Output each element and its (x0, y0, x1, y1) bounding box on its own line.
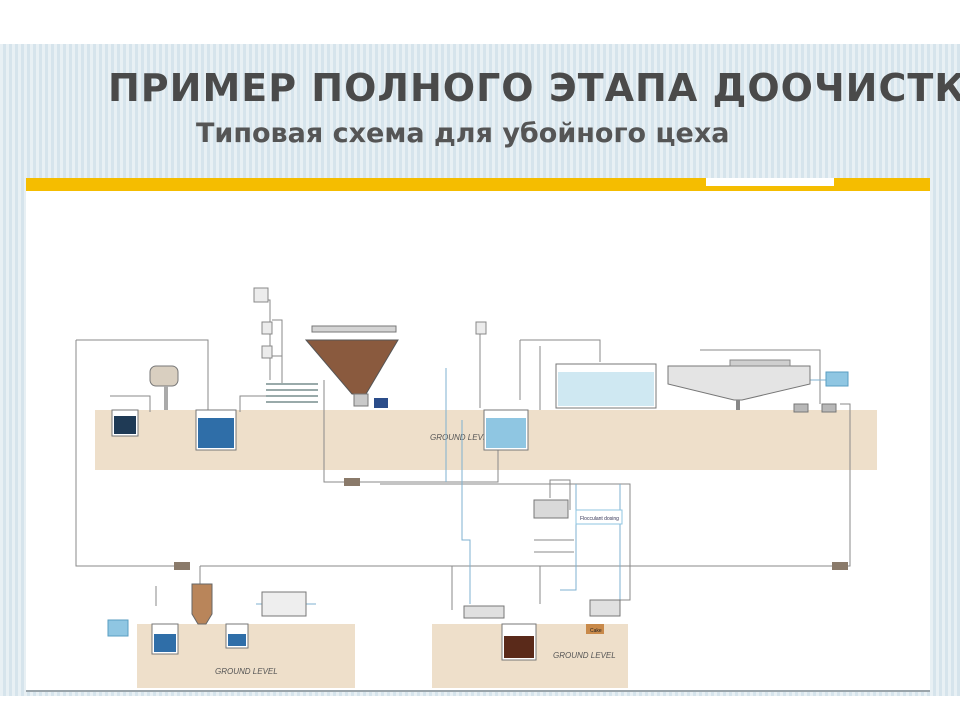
clarifier-bridge (729, 359, 791, 367)
daf-outlet (353, 393, 369, 407)
flowmeter (174, 562, 190, 570)
dosing-tank (253, 287, 269, 303)
treated-water-outlet (825, 371, 849, 387)
pipe-flocculator (266, 383, 318, 403)
lower-tank-water (154, 634, 176, 652)
return-pump (793, 403, 809, 413)
membrane-skid (261, 591, 307, 617)
panel-accent-notch (706, 178, 834, 186)
cake-label: Cake (590, 628, 602, 634)
return-pump (821, 403, 837, 413)
clarifier-outlet (736, 400, 740, 410)
lower-right-ground-label: GROUND LEVEL (553, 651, 616, 660)
panel-accent-bar (26, 178, 930, 191)
top-band (0, 0, 960, 44)
aeration-tank-water (558, 372, 654, 406)
lower-left-ground-label: GROUND LEVEL (215, 667, 278, 676)
sludge-tank-content (504, 636, 534, 658)
sludge-pump (374, 398, 388, 408)
decanter (589, 599, 621, 617)
dosing-tank (261, 345, 273, 359)
flowmeter (832, 562, 848, 570)
cake-container (586, 624, 604, 634)
flowmeter (344, 478, 360, 486)
buffer-tank-water (198, 418, 234, 448)
flocculant-dosing-unit (533, 499, 569, 519)
flocculant-callout-box (575, 509, 623, 525)
intermediate-tank-water (486, 418, 526, 448)
dosing-tank (261, 321, 273, 335)
daf-skimmer (311, 325, 397, 333)
flocculant-callout: Flocculant dosing (580, 516, 619, 522)
sludge-thickener (463, 605, 505, 619)
screen-support (164, 386, 168, 410)
inlet-box (107, 619, 129, 637)
rotary-screen (149, 365, 179, 387)
clarifier (667, 365, 811, 401)
daf-unit (304, 339, 399, 395)
slide-title: ПРИМЕР ПОЛНОГО ЭТАПА ДООЧИСТКИ (108, 66, 960, 110)
sand-filter (191, 583, 213, 625)
slide-subtitle: Типовая схема для убойного цеха (196, 118, 730, 149)
blue-piping (256, 368, 826, 605)
filtrate-tank-water (228, 634, 246, 646)
bottom-band (0, 696, 960, 720)
upper-ground-label: GROUND LEVEL (430, 433, 493, 442)
dosing-tank (475, 321, 487, 335)
collection-tank-water (114, 416, 136, 434)
